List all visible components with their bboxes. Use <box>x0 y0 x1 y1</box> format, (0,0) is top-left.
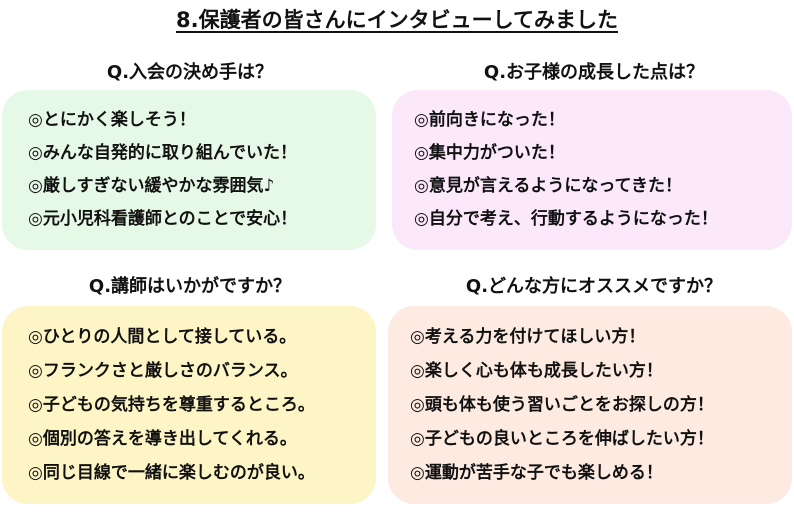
answer-panel-instructor: ◎ひとりの人間として接している。 ◎フランクさと厳しさのバランス。 ◎子どもの気… <box>2 306 376 504</box>
list-item: ◎子どもの気持ちを尊重するところ。 <box>28 395 315 415</box>
answer-list: ◎考える力を付けてほしい方！ ◎楽しく心も体も成長したい方！ ◎頭も体も使う習い… <box>410 320 792 490</box>
answer-list: ◎前向きになった！ ◎集中力がついた！ ◎意見が言えるようになってきた！ ◎自分… <box>414 104 792 236</box>
list-item: ◎意見が言えるようになってきた！ <box>414 176 682 196</box>
answer-list: ◎とにかく楽しそう！ ◎みんな自発的に取り組んでいた！ ◎厳しすぎない緩やかな雰… <box>28 104 376 236</box>
question-heading-decision: Q.入会の決め手は？ <box>106 62 274 83</box>
list-item: ◎考える力を付けてほしい方！ <box>410 327 646 347</box>
list-item: ◎とにかく楽しそう！ <box>28 110 196 130</box>
question-heading-instructor: Q.講師はいかがですか？ <box>88 276 292 297</box>
answer-list: ◎ひとりの人間として接している。 ◎フランクさと厳しさのバランス。 ◎子どもの気… <box>28 320 376 490</box>
list-item: ◎みんな自発的に取り組んでいた！ <box>28 143 297 163</box>
list-item: ◎楽しく心も体も成長したい方！ <box>410 361 663 381</box>
answer-panel-growth: ◎前向きになった！ ◎集中力がついた！ ◎意見が言えるようになってきた！ ◎自分… <box>392 90 792 250</box>
list-item: ◎厳しすぎない緩やかな雰囲気♪ <box>28 176 275 196</box>
list-item: ◎元小児科看護師とのことで安心！ <box>28 209 298 229</box>
list-item: ◎フランクさと厳しさのバランス。 <box>28 361 298 381</box>
question-heading-recommend: Q.どんな方にオススメですか？ <box>465 276 723 297</box>
page-title: 8.保護者の皆さんにインタビューしてみました <box>0 4 794 34</box>
answer-panel-decision: ◎とにかく楽しそう！ ◎みんな自発的に取り組んでいた！ ◎厳しすぎない緩やかな雰… <box>2 90 376 250</box>
list-item: ◎集中力がついた！ <box>414 143 565 163</box>
answer-panel-recommend: ◎考える力を付けてほしい方！ ◎楽しく心も体も成長したい方！ ◎頭も体も使う習い… <box>388 306 792 504</box>
list-item: ◎自分で考え、行動するようになった！ <box>414 209 718 229</box>
list-item: ◎ひとりの人間として接している。 <box>28 327 297 347</box>
list-item: ◎運動が苦手な子でも楽しめる！ <box>410 463 663 483</box>
list-item: ◎個別の答えを導き出してくれる。 <box>28 429 297 449</box>
list-item: ◎頭も体も使う習いごとをお探しの方！ <box>410 395 714 415</box>
question-heading-growth: Q.お子様の成長した点は？ <box>483 62 705 83</box>
page-title-text: 8.保護者の皆さんにインタビューしてみました <box>176 8 618 32</box>
list-item: ◎同じ目線で一緒に楽しむのが良い。 <box>28 463 315 483</box>
list-item: ◎子どもの良いところを伸ばしたい方！ <box>410 429 714 449</box>
list-item: ◎前向きになった！ <box>414 110 565 130</box>
